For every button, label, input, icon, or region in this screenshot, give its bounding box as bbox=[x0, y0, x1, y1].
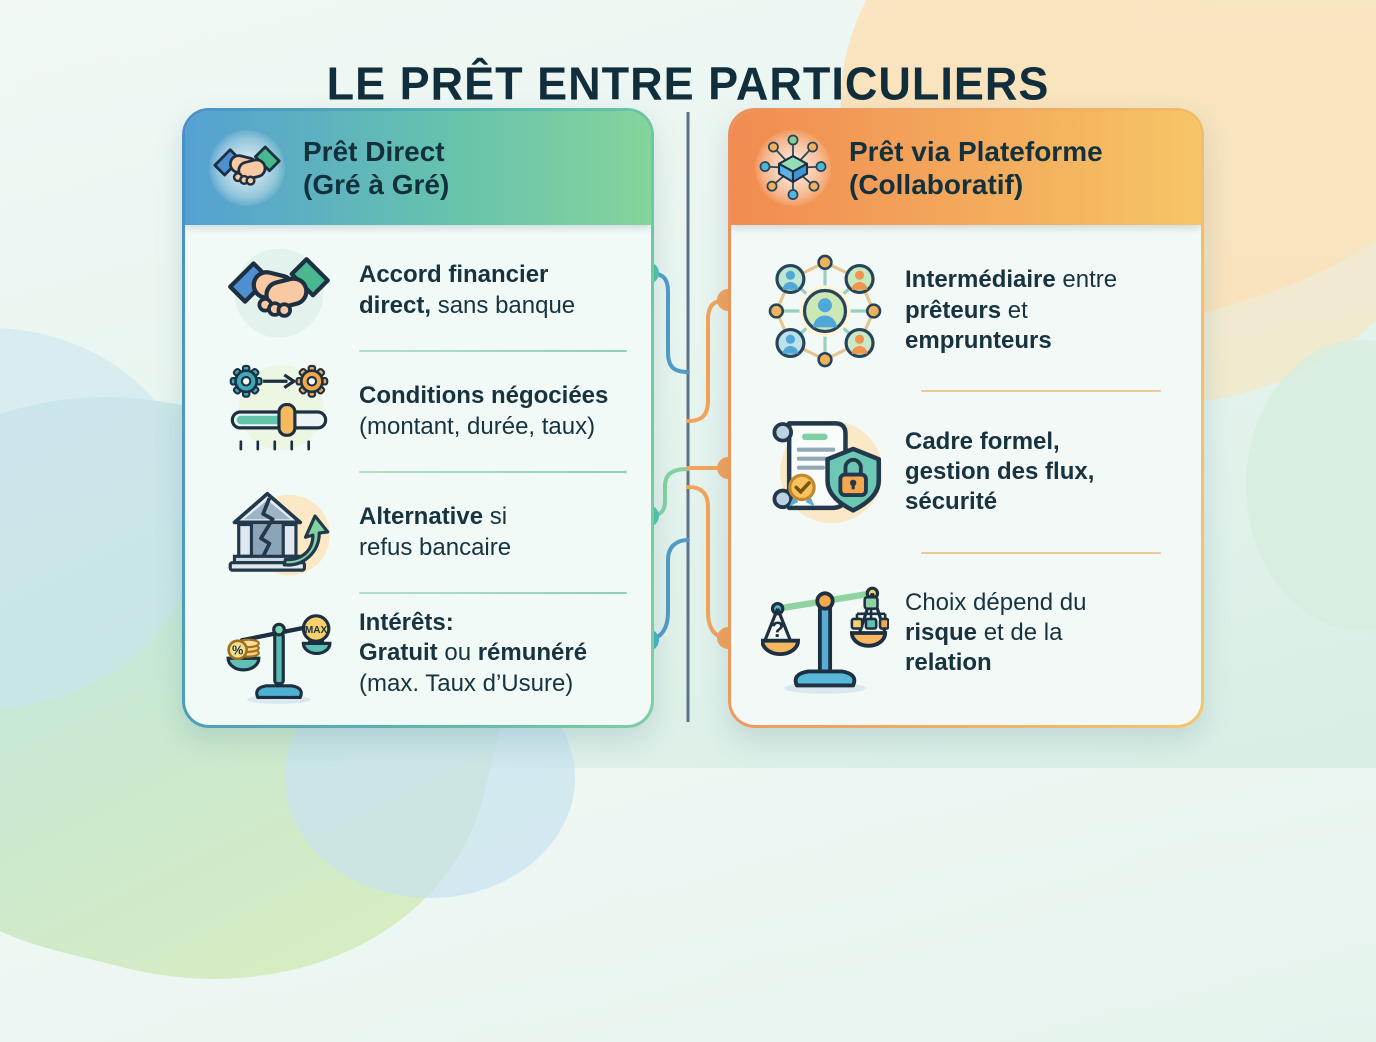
interest-scale-icon: % MAX bbox=[199, 601, 359, 707]
feature-text: Cadre formel,gestion des flux,sécurité bbox=[905, 427, 1095, 516]
card-direct-title: Prêt Direct (Gré à Gré) bbox=[303, 135, 449, 201]
handshake-deal-icon bbox=[199, 238, 359, 344]
svg-text:?: ? bbox=[771, 617, 784, 642]
feature-text: Conditions négociées(montant, durée, tau… bbox=[359, 382, 609, 440]
card-title-line: Prêt Direct bbox=[303, 135, 445, 167]
card-title-line: Prêt via Plateforme bbox=[849, 135, 1103, 167]
card-direct-header: Prêt Direct (Gré à Gré) bbox=[185, 111, 651, 225]
people-network-icon bbox=[745, 247, 905, 375]
card-platform-title: Prêt via Plateforme (Collaboratif) bbox=[849, 135, 1103, 201]
card-platform-header: Prêt via Plateforme (Collaboratif) bbox=[731, 111, 1201, 225]
negotiation-slider-icon bbox=[199, 359, 359, 465]
handshake-icon bbox=[209, 130, 285, 206]
network-hub-icon bbox=[755, 130, 831, 206]
feature-text: Intérêts:Gratuit ou rémunéré(max. Taux d… bbox=[359, 609, 588, 697]
svg-text:%: % bbox=[232, 642, 243, 657]
bank-refusal-icon bbox=[199, 480, 359, 586]
card-title-line: (Gré à Gré) bbox=[303, 169, 450, 200]
row-divider bbox=[359, 471, 627, 473]
card-platform-loan: Prêt via Plateforme (Collaboratif) Inter… bbox=[728, 108, 1204, 728]
row-divider bbox=[359, 350, 627, 352]
row-divider bbox=[921, 390, 1161, 393]
page-title: LE PRÊT ENTRE PARTICULIERS bbox=[326, 57, 1050, 111]
feature-row: Cadre formel,gestion des flux,sécurité bbox=[745, 392, 1191, 551]
svg-text:MAX: MAX bbox=[305, 624, 328, 635]
row-divider bbox=[359, 592, 627, 594]
card-title-line: (Collaboratif) bbox=[849, 169, 1024, 200]
card-direct-loan: Prêt Direct (Gré à Gré) Accord financier… bbox=[182, 108, 654, 728]
row-divider bbox=[921, 551, 1161, 554]
feature-row: Conditions négociées(montant, durée, tau… bbox=[199, 352, 641, 471]
choice-balance-icon: ? bbox=[745, 569, 905, 697]
contract-security-icon bbox=[745, 408, 905, 536]
